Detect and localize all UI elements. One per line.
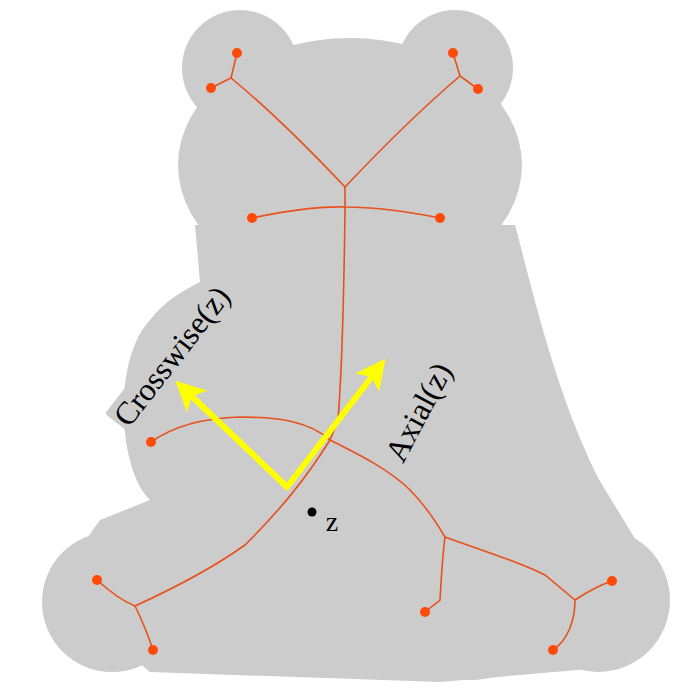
point-z (308, 508, 317, 517)
bear-silhouette (42, 10, 670, 682)
skeleton-endpoints (92, 48, 617, 655)
direction-arrows (182, 366, 380, 487)
point-label: z (323, 507, 341, 537)
skeleton-lines (97, 53, 612, 650)
